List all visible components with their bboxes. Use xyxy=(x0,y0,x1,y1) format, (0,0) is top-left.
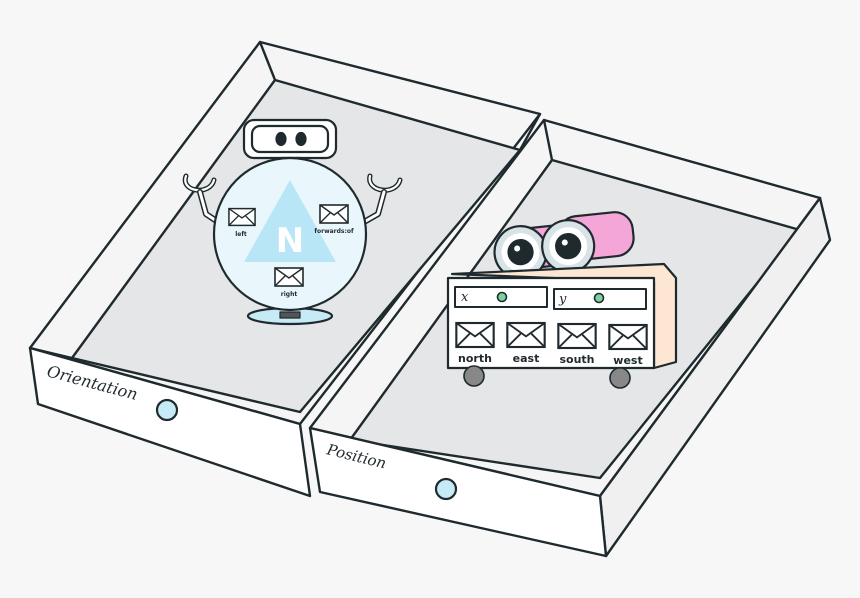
forwards-message-label: forwards:of xyxy=(314,228,354,235)
envelope-icon[interactable] xyxy=(456,323,493,347)
compass-letter: N xyxy=(276,221,304,261)
wheel-icon xyxy=(464,366,484,386)
led-icon xyxy=(498,293,507,302)
button-label-west: west xyxy=(613,354,642,367)
left-message-label: left xyxy=(235,231,247,238)
button-label-east: east xyxy=(513,352,540,365)
led-icon xyxy=(595,294,604,303)
orientation-knob[interactable] xyxy=(157,400,177,420)
y-label: y xyxy=(558,292,567,307)
right-message-label: right xyxy=(281,291,298,298)
button-label-south: south xyxy=(559,353,594,366)
envelope-icon[interactable] xyxy=(609,325,646,349)
envelope-icon[interactable] xyxy=(229,209,255,226)
envelope-icon[interactable] xyxy=(558,324,595,348)
envelope-icon[interactable] xyxy=(507,323,544,347)
envelope-icon[interactable] xyxy=(320,205,348,223)
envelope-icon[interactable] xyxy=(275,268,303,286)
button-label-north: north xyxy=(458,352,492,365)
position-knob[interactable] xyxy=(436,479,456,499)
wheel-icon xyxy=(610,368,630,388)
x-label: x xyxy=(461,290,469,305)
